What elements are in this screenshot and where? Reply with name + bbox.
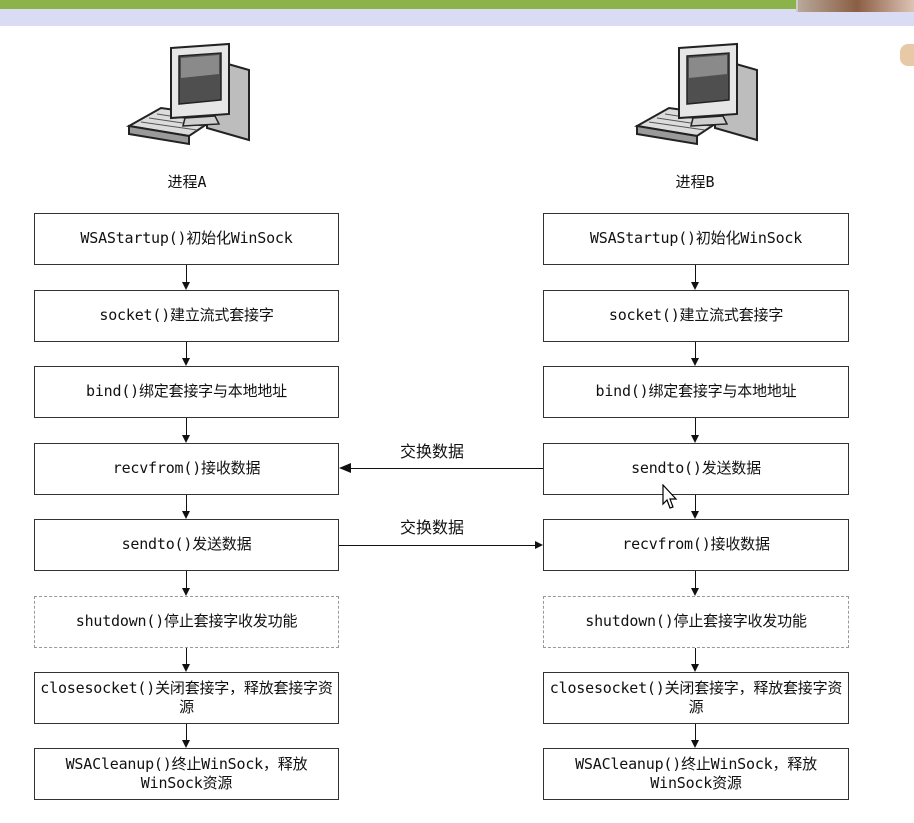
flow-connector — [186, 418, 187, 435]
b-step-closesocket: closesocket()关闭套接字，释放套接字资源 — [543, 672, 849, 724]
flow-connector — [695, 571, 696, 588]
flow-connector — [186, 265, 187, 282]
a-step-recvfrom: recvfrom()接收数据 — [34, 443, 339, 495]
b-step-sendto: sendto()发送数据 — [543, 443, 849, 495]
b-step-recvfrom: recvfrom()接收数据 — [543, 519, 849, 571]
flow-connector — [695, 648, 696, 664]
flow-connector — [186, 342, 187, 358]
b-step-wsacleanup: WSACleanup()终止WinSock，释放WinSock资源 — [543, 748, 849, 800]
b-step-wsastartup: WSAStartup()初始化WinSock — [543, 213, 849, 265]
flow-arrowhead — [182, 664, 190, 672]
a-step-shutdown: shutdown()停止套接字收发功能 — [34, 596, 339, 648]
a-step-sendto: sendto()发送数据 — [34, 519, 339, 571]
flow-connector — [695, 265, 696, 282]
corner-image — [796, 0, 914, 12]
b-step-socket: socket()建立流式套接字 — [543, 290, 849, 342]
a-step-wsastartup: WSAStartup()初始化WinSock — [34, 213, 339, 265]
process-a-label: 进程A — [167, 173, 207, 191]
flow-connector — [695, 495, 696, 511]
flow-connector — [695, 342, 696, 358]
computer-icon — [119, 34, 259, 164]
a-step-closesocket: closesocket()关闭套接字，释放套接字资源 — [34, 672, 339, 724]
flow-arrowhead — [182, 588, 190, 596]
flow-arrowhead — [691, 664, 699, 672]
flow-arrowhead — [691, 511, 699, 519]
process-b-label: 进程B — [675, 173, 715, 191]
exchange-label-bottom: 交换数据 — [400, 518, 465, 537]
header-band — [0, 9, 914, 26]
flow-connector — [695, 724, 696, 740]
b-step-shutdown: shutdown()停止套接字收发功能 — [543, 596, 849, 648]
mouse-cursor-icon — [662, 483, 678, 510]
corner-decoration — [900, 44, 914, 66]
flow-arrowhead — [691, 358, 699, 366]
header-accent-bar — [0, 0, 914, 9]
flow-arrowhead — [691, 588, 699, 596]
flow-arrowhead — [182, 282, 190, 290]
a-step-socket: socket()建立流式套接字 — [34, 290, 339, 342]
exchange-arrow-b-to-a — [350, 468, 543, 469]
exchange-arrowhead-right — [535, 541, 543, 549]
flow-arrowhead — [691, 282, 699, 290]
a-step-wsacleanup: WSACleanup()终止WinSock，释放WinSock资源 — [34, 748, 339, 800]
flow-arrowhead — [182, 740, 190, 748]
a-step-bind: bind()绑定套接字与本地地址 — [34, 366, 339, 418]
exchange-arrow-a-to-b — [339, 545, 535, 546]
b-step-bind: bind()绑定套接字与本地地址 — [543, 366, 849, 418]
flow-connector — [186, 495, 187, 511]
computer-icon — [627, 34, 767, 164]
exchange-label-top: 交换数据 — [400, 442, 465, 461]
flow-arrowhead — [182, 511, 190, 519]
exchange-arrowhead-left — [339, 463, 351, 473]
flow-arrowhead — [691, 435, 699, 443]
flow-connector — [695, 418, 696, 435]
flow-arrowhead — [691, 740, 699, 748]
flow-connector — [186, 571, 187, 588]
flow-arrowhead — [182, 435, 190, 443]
flow-connector — [186, 648, 187, 664]
flow-arrowhead — [182, 358, 190, 366]
flow-connector — [186, 724, 187, 740]
